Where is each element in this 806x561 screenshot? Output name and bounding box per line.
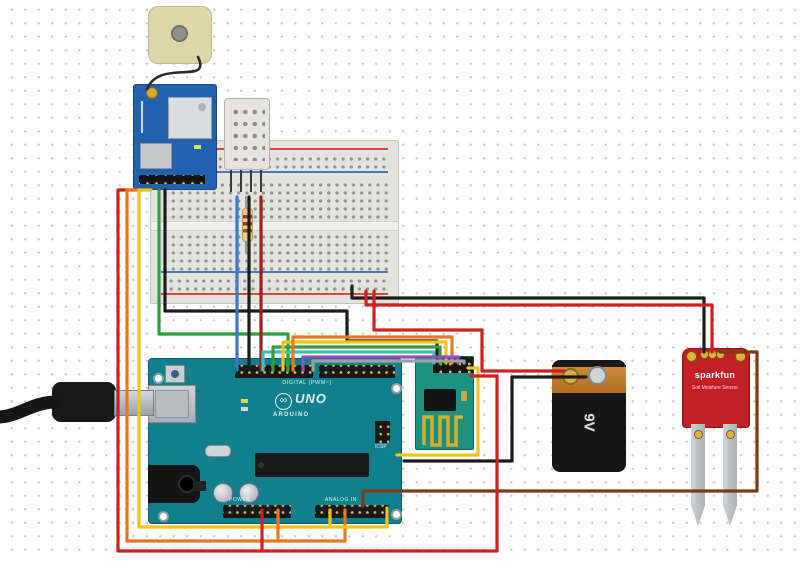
breadboard-plus-line-bottom [161,293,388,295]
gps-antenna-center [171,25,188,42]
arduino-voltage-regulator [193,481,206,491]
arduino-usb-port[interactable] [148,385,196,423]
soil-moisture-sensor[interactable]: sparkfun Soil Moisture Sensor [682,348,750,528]
arduino-analog-label: ANALOG IN [325,497,357,503]
arduino-power-header[interactable] [223,505,291,518]
arduino-mount-hole [391,509,402,520]
soil-probe-left [691,424,705,526]
gps-shielded-chip [168,97,212,139]
arduino-power-label: POWER [229,497,251,503]
usb-cable[interactable] [0,395,61,424]
gps-led [194,145,201,149]
arduino-mcu-chip [255,453,369,477]
nrf24l01-module[interactable] [415,356,474,450]
wire-brown-sensor-sig[interactable] [361,350,759,508]
soil-probe-right [723,424,737,526]
battery-9v[interactable]: 9V [552,360,626,472]
breadboard-plus-line-top [161,148,388,150]
wire-red-5v-loop[interactable] [116,188,499,553]
wire-yellow-right[interactable] [395,366,480,457]
usb-plug-metal[interactable] [114,390,154,416]
arduino-mount-hole [153,373,164,384]
usb-plug-body[interactable] [52,382,116,422]
breadboard-groove [151,221,398,231]
arduino-reset-button[interactable] [165,365,185,383]
resistor-lead-top [245,196,247,209]
nrf-chip [424,389,456,411]
gps-antenna-cable[interactable] [145,55,202,91]
gps-module[interactable] [133,84,217,190]
wire-black-gnd-rail[interactable] [163,295,439,365]
wire-black-sensor[interactable] [350,284,706,354]
dht-pin-2 [240,166,242,192]
wire-black-battery[interactable] [402,375,588,463]
breadboard[interactable] [150,140,399,304]
breadboard-minus-line-bottom [161,271,388,273]
soil-brand-label: sparkfun [694,370,736,380]
soil-probe-pad [726,430,735,439]
breadboard-holes-lower[interactable] [159,231,392,271]
arduino-capacitor-1 [213,483,233,503]
gps-silkscreen [141,101,143,133]
arduino-tx-led [241,399,248,403]
arduino-power-jack[interactable] [148,465,200,503]
arduino-analog-header[interactable] [315,505,389,518]
resistor-lead-bottom [245,240,247,253]
arduino-icsp-label: ICSP [375,444,387,450]
breadboard-rail-holes-top[interactable] [165,153,388,169]
arduino-icsp-header[interactable] [375,421,390,443]
nrf-antenna-trace [422,415,463,447]
humidity-sensor[interactable] [224,98,270,170]
dht-pin-1 [230,166,232,192]
wire-red-sensor[interactable] [364,289,714,354]
gps-pin-header[interactable] [139,175,205,184]
soil-probe-pad [694,430,703,439]
arduino-digital-header-2[interactable] [319,365,395,378]
arduino-digital-label: DIGITAL (PWM~) [282,380,332,386]
wire-orange-nrf[interactable] [291,335,454,372]
nrf-crystal [461,391,467,401]
wire-green-nrf[interactable] [271,345,442,372]
humidity-sensor-grille [229,104,265,161]
soil-mount-pad [686,351,697,362]
gps-metal-shield [140,143,172,169]
gps-antenna-connector[interactable] [146,87,158,99]
soil-sensor-title: Soil Moisture Sensor [691,385,739,391]
arduino-mount-hole [391,383,402,394]
arduino-capacitor-2 [239,483,259,503]
wire-yellow-nrf[interactable] [281,340,448,372]
wire-green-gps[interactable] [157,188,290,372]
arduino-rx-led [241,407,248,411]
arduino-mount-hole [158,511,169,522]
wire-yellow-left[interactable] [137,188,389,529]
dht-pin-4 [260,166,262,192]
wire-red-battery[interactable] [372,289,566,373]
wire-gray-nrf[interactable] [311,359,466,372]
wire-orange-left[interactable] [125,188,347,543]
arduino-model-label: UNO [295,391,327,406]
breadboard-rail-holes-bottom[interactable] [165,275,388,291]
arduino-brand-label: ARDUINO [273,412,310,418]
gps-antenna[interactable] [148,6,212,64]
breadboard-minus-line-top [161,171,388,173]
dht-pin-3 [250,166,252,192]
arduino-logo-icon: ∞ [275,393,292,410]
battery-negative-terminal[interactable] [588,366,607,385]
arduino-crystal [205,445,231,457]
